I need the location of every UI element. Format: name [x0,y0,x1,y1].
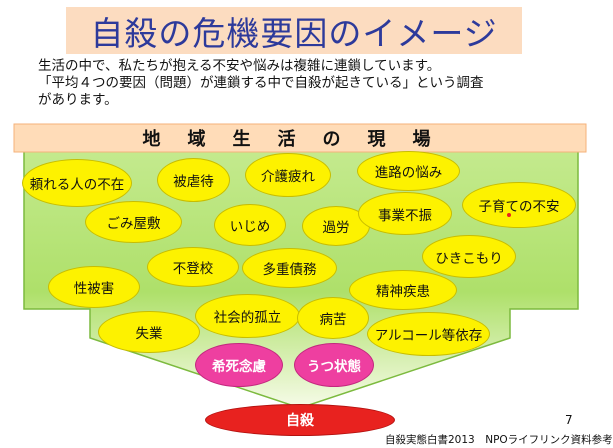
title-banner: 自殺の危機要因のイメージ [66,7,522,54]
factor-alcohol: アルコール等依存 [367,312,490,356]
factor-gomi: ごみ屋敷 [85,201,182,243]
factor-label: うつ状態 [307,359,361,375]
factor-saimu: 多重債務 [242,248,337,288]
factor-label: 社会的孤立 [213,310,282,326]
factor-shitsugyou: 失業 [98,311,200,353]
slide-title: 自殺の危機要因のイメージ [90,13,498,53]
factor-seihigai: 性被害 [48,266,140,308]
factor-byouku: 病苦 [297,297,369,339]
factor-shinro: 進路の悩み [357,151,460,191]
factor-hiryaku: 被虐待 [157,158,230,202]
factor-utsu: うつ状態 [294,343,374,387]
factor-label: 頼れる人の不在 [29,177,125,193]
factor-label: 不登校 [172,261,214,277]
factor-kaigo: 介護疲れ [245,153,331,197]
outcome-label: 自殺 [286,413,314,429]
factor-koritsu: 社会的孤立 [195,294,300,338]
band-background [13,123,587,153]
page-number: 7 [565,413,573,427]
outcome-suicide: 自殺 [205,404,395,436]
factor-label: 進路の悩み [374,165,443,181]
factor-label: 事業不振 [378,207,432,224]
factor-label: いじめ [229,219,271,235]
factor-label: アルコール等依存 [374,328,483,344]
factor-jigyou: 事業不振 [358,192,452,235]
factor-label: 被虐待 [173,174,214,190]
intro-text: 生活の中で、私たちが抱える不安や悩みは複雑に連鎖しています。 「平均４つの要因（… [38,58,598,109]
factor-label: 過労 [322,220,350,236]
factor-label: ごみ屋敷 [106,216,161,232]
factor-label: 多重債務 [262,262,317,278]
factor-label: 精神疾患 [376,284,430,300]
intro-line-1: 生活の中で、私たちが抱える不安や悩みは複雑に連鎖しています。 [38,58,441,74]
factor-seishin: 精神疾患 [349,270,457,310]
factor-kosodate: 子育ての不安 [462,182,576,228]
factor-label: 病苦 [319,312,347,328]
intro-line-3: があります。 [38,92,118,108]
factor-kishi: 希死念慮 [195,343,283,387]
factor-label: 希死念慮 [212,359,266,375]
factor-ijime: いじめ [214,204,286,246]
factor-futoukou: 不登校 [147,247,239,287]
factor-tayoreru: 頼れる人の不在 [22,159,132,207]
red-dot-marker [507,213,511,217]
band-label: 地域生活の現場 [142,129,458,150]
factor-label: 性被害 [73,281,115,297]
factor-label: ひきこもり [435,250,503,267]
factor-label: 子育ての不安 [478,199,560,215]
factor-label: 失業 [135,326,163,342]
factor-label: 介護疲れ [261,169,315,185]
source-note: 自殺実態白書2013 NPOライフリンク資料参考 [385,434,613,446]
intro-line-2: 「平均４つの要因（問題）が連鎖する中で自殺が起きている」という調査 [38,75,484,91]
factor-hikikomori: ひきこもり [422,235,516,278]
